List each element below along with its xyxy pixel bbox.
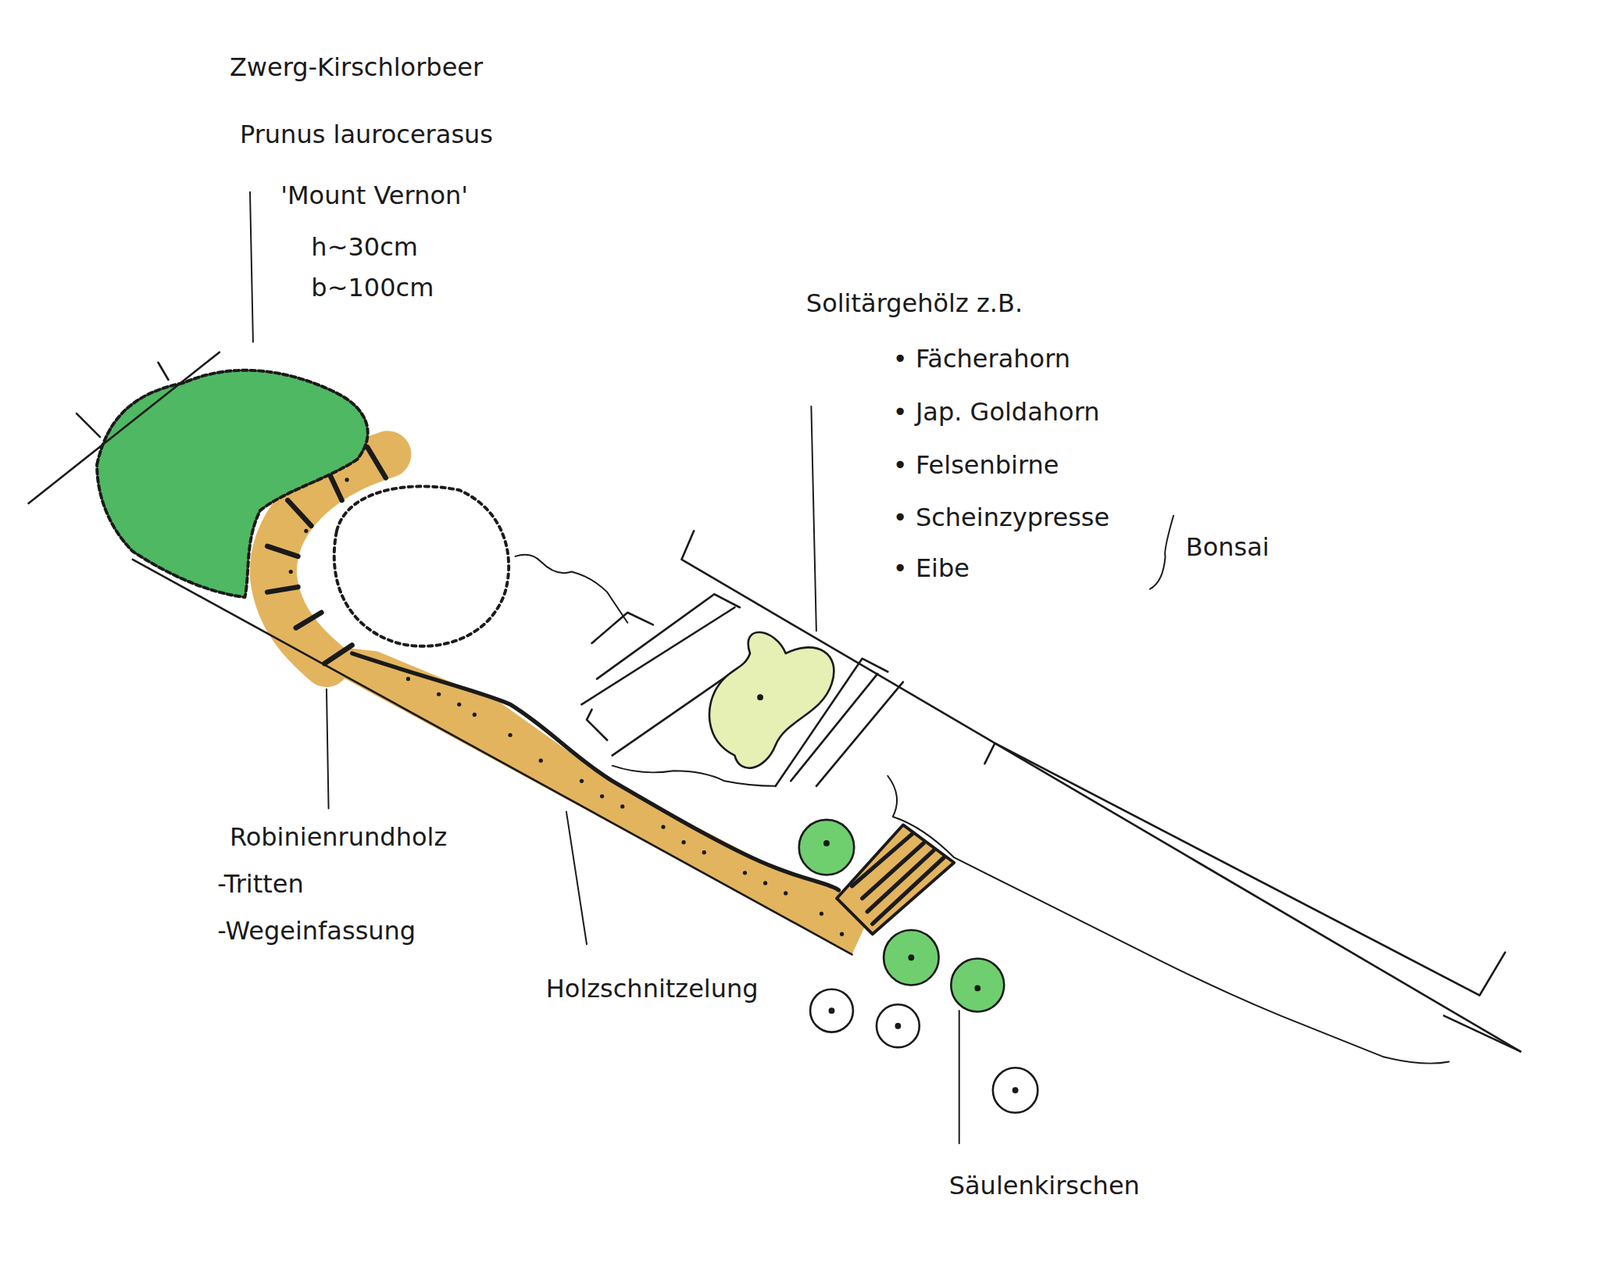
plan-label: Holzschnitzelung — [546, 974, 759, 1004]
plan-label: Solitärgehölz z.B. — [806, 289, 1023, 318]
plan-label: • Felsenbirne — [892, 450, 1060, 480]
tree-centers — [823, 839, 1018, 1093]
end-step-treads — [852, 832, 945, 924]
plan-label: h~30cm — [310, 232, 418, 262]
plan-label: Prunus laurocerasus — [239, 120, 493, 150]
plan-label: Robinienrundholz — [229, 822, 447, 852]
plan-label: • Scheinzypresse — [892, 503, 1110, 533]
plan-label: -Wegeinfassung — [217, 916, 416, 946]
plan-label: • Fächerahorn — [892, 344, 1071, 374]
plan-label: Bonsai — [1185, 532, 1270, 562]
terrace-steps — [581, 593, 903, 786]
planting-edges — [515, 554, 1450, 1064]
tree-center — [757, 693, 764, 700]
round-shrub — [334, 485, 509, 646]
leader-lines — [250, 192, 1174, 1143]
plot-boundary — [28, 352, 1522, 1052]
columnar-cherries — [799, 819, 1039, 1113]
plan-label: -Tritten — [217, 869, 304, 899]
plan-label: 'Mount Vernon' — [280, 181, 468, 211]
plan-label: b~100cm — [310, 273, 434, 303]
plan-label: • Eibe — [892, 553, 970, 583]
plan-label: Zwerg-Kirschlorbeer — [229, 53, 483, 83]
plan-label: Säulenkirschen — [949, 1171, 1140, 1200]
plan-label: • Jap. Goldahorn — [892, 397, 1100, 427]
wood-chips — [289, 477, 845, 936]
solitary-shrub — [709, 632, 834, 768]
